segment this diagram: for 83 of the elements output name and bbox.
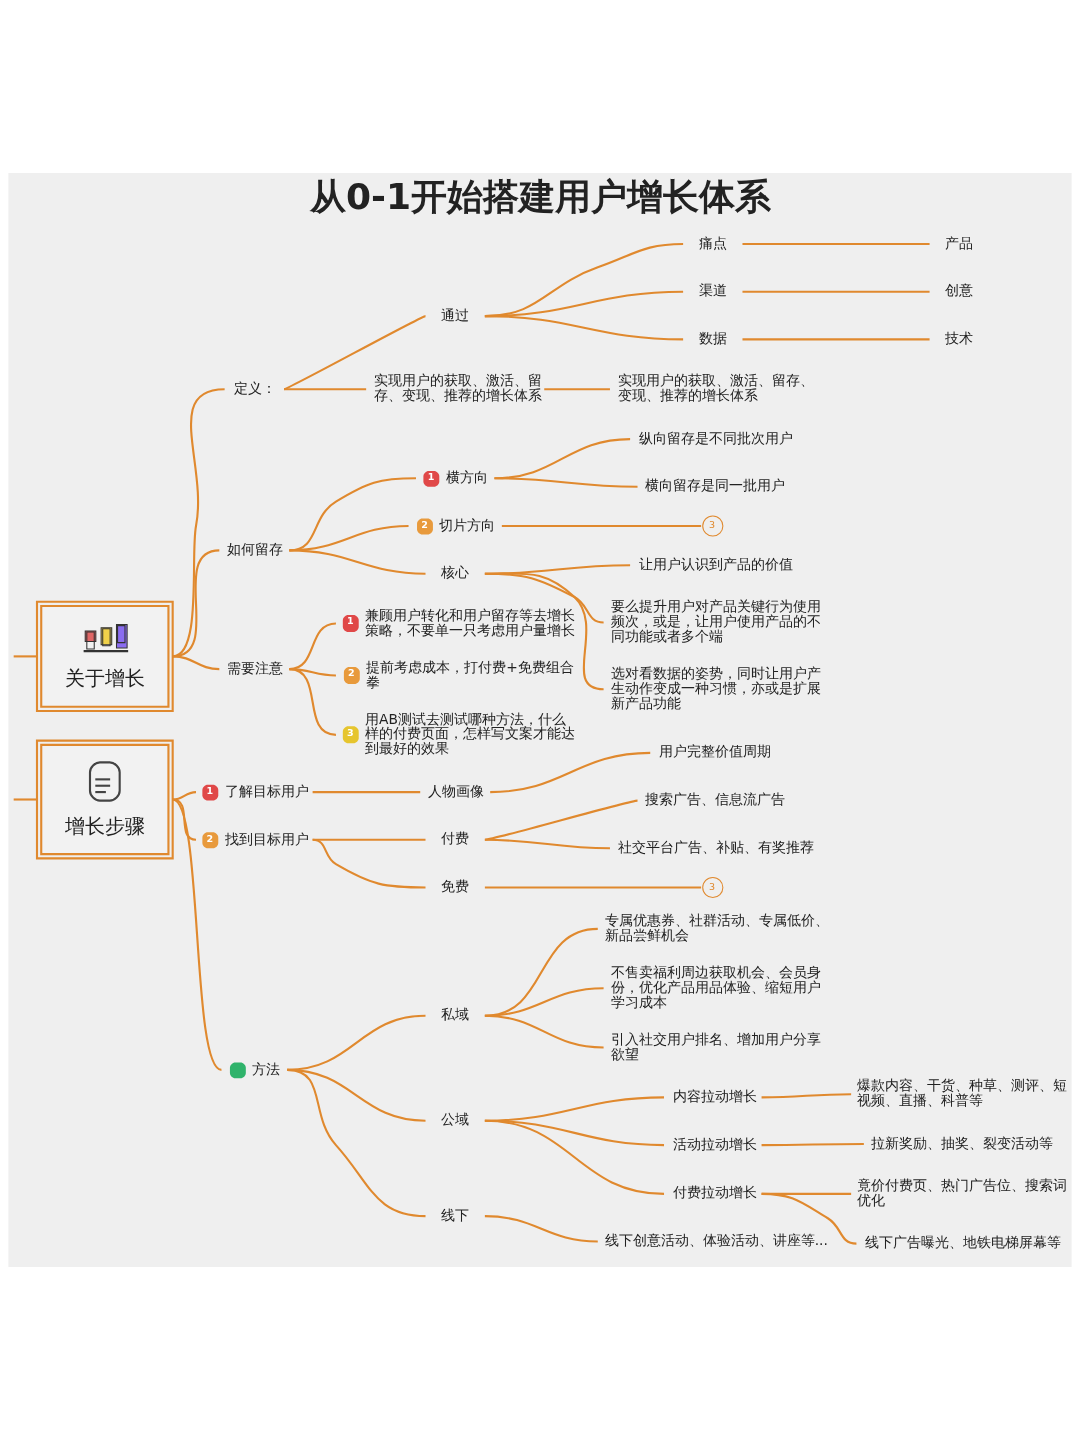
node-label: 兼顾用户转化和用户留存等去增长策略，不要单一只考虑用户量增长 [365,606,576,638]
node-text: 渠道 [699,282,728,299]
connector [484,1215,598,1243]
node-text: 用户完整价值周期 [658,743,771,760]
node-text: 通过 [441,306,470,323]
connector [312,791,421,794]
connector [312,838,426,889]
connector [484,315,684,341]
connector [761,1093,852,1099]
node-label: 横方向 [445,469,488,486]
node-text: 选对看数据的姿势，同时让用户产生动作变成一种习惯，亦或是扩展新产品功能 [611,665,822,711]
node-text: 社交平台广告、补贴、有奖推荐 [618,838,815,855]
node-text: 不售卖福利周边获取机会、会员身份，优化产品用品体验、缩短用户学习成本 [611,963,822,1010]
diagram-title: 从0-1开始搭建用户增长体系 [309,176,772,218]
connector [172,655,220,671]
node-label: 找到目标用户 [224,830,309,847]
connector [484,886,702,889]
node-text: 竟价付费页、热门广告位、搜索词优化 [857,1177,1068,1208]
node-text: 私域 [441,1006,470,1023]
node-text: 痛点 [699,234,728,251]
connector [501,524,702,528]
node-text: 公域 [441,1111,470,1128]
connector [172,791,197,801]
connector [289,549,426,575]
node-text: 数据 [699,330,728,347]
node-text: 活动拉动增长 [672,1135,757,1152]
node-label: 用AB测试去测试哪种方法，什么样的付费页面，怎样写文案才能达到最好的效果 [365,710,576,757]
connector [289,668,337,736]
node-text: 爆款内容、干货、种草、测评、短视频、直播、科普等 [857,1077,1068,1109]
node-text: 核心 [441,564,470,581]
connector [490,751,651,794]
node-text: 搜索广告、信息流广告 [644,791,785,808]
connector [494,477,638,488]
node-text: 定义： [234,379,277,396]
node-circle: 3 [702,876,724,899]
node-text: 引入社交用户排名、增加用户分享欲望 [611,1030,822,1062]
node-label: 切片方向 [439,517,496,534]
node-text: 产品 [945,234,974,251]
node-text: 线下创意活动、体验活动、讲座等... [604,1232,828,1249]
node-label: 方法 [252,1060,281,1077]
node-text: 拉新奖励、抽奖、裂变活动等 [871,1134,1054,1151]
connector [761,1192,857,1245]
connector [484,572,604,691]
node-text: 如何留存 [226,540,283,557]
node-text: 要么提升用户对产品关键行为使用频次，或是，让用户使用产品的不同功能或者多个端 [611,598,822,644]
node-text: 纵向留存是不同批次用户 [638,429,793,446]
node-box: 增长步骤 [35,739,174,860]
node-text: 让用户认识到产品的价值 [638,555,793,572]
connector [283,315,426,391]
node-text: 内容拉动增长 [672,1087,757,1104]
node-text: 实现用户的获取、激活、留存、变现、推荐的增长体系 [618,372,815,404]
connector [172,388,225,658]
node-text: 实现用户的获取、激活、留存、变现、推荐的增长体系 [373,372,542,404]
node-text: 人物画像 [427,782,484,799]
connector [13,655,37,658]
connector [484,1119,665,1195]
connector [172,798,223,1071]
connector [484,799,638,841]
node-text: 线下 [441,1206,470,1223]
node-text: 专属优惠券、社群活动、专属低价、新品尝鲜机会 [604,912,829,943]
node-text: 线下广告曝光、地铁电梯屏幕等 [864,1234,1061,1251]
node-text: 创意 [945,282,974,299]
connector [742,242,930,246]
connector [742,290,930,293]
node-text: 付费拉动增长 [672,1184,757,1201]
node-circle: 3 [702,515,724,537]
connector [13,798,37,801]
connector [284,388,367,391]
node-box: 关于增长 [35,600,174,713]
connector [484,1014,604,1049]
connector [484,838,610,850]
node-text: 横向留存是同一批用户 [644,477,785,494]
connector [172,549,220,658]
node-text: 需要注意 [226,659,283,676]
node-text: 技术 [945,330,974,347]
connector [544,388,610,391]
connector [742,338,930,341]
connector [287,1068,426,1218]
node-text: 免费 [441,878,470,895]
connector [761,1142,864,1147]
node-label: 了解目标用户 [224,783,309,800]
node-text: 付费 [441,830,470,847]
node-label: 提前考虑成本，打付费+免费组合拳 [366,658,574,690]
